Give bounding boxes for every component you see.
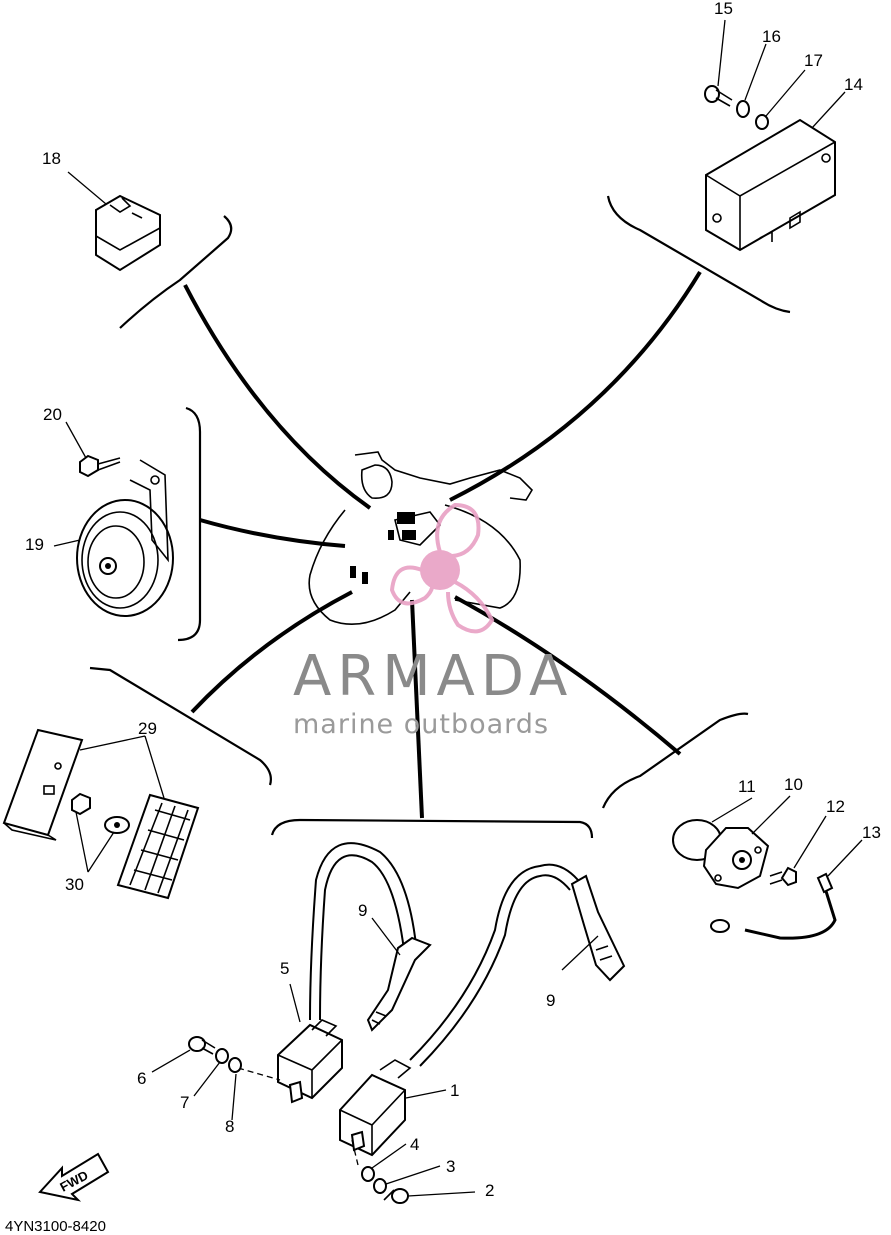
part-29-reflector-left <box>2 728 84 841</box>
part-9-plug-cap-left <box>309 842 432 1032</box>
part-30-nut <box>71 792 130 834</box>
fwd-arrow: FWD <box>38 1152 110 1202</box>
leader-lines <box>53 19 863 1197</box>
center-connector <box>362 572 368 584</box>
part-3-washer <box>373 1178 387 1194</box>
part-8-washer <box>228 1057 242 1073</box>
part-19-horn <box>76 459 174 617</box>
connector-wires <box>183 270 702 819</box>
part-14-control-unit <box>705 118 836 252</box>
part-6-bolt <box>188 1036 216 1055</box>
center-connector <box>350 566 356 578</box>
center-connector <box>402 530 416 540</box>
center-connector <box>397 512 415 524</box>
part-16-washer <box>736 100 750 118</box>
callout-30: 30 <box>65 875 84 894</box>
callout-16: 16 <box>762 27 781 46</box>
diagram-code: 4YN3100-8420 <box>5 1218 106 1235</box>
part-4-washer <box>361 1166 375 1182</box>
watermark-tagline: marine outboards <box>293 709 549 740</box>
part-9-plug-cap-right <box>409 863 626 1067</box>
callout-18: 18 <box>42 149 61 168</box>
callout-5: 5 <box>280 959 289 978</box>
part-1-ignition-coil <box>339 1059 412 1157</box>
part-10-sensor <box>702 827 770 890</box>
callout-20: 20 <box>43 405 62 424</box>
part-2-bolt <box>383 1188 409 1204</box>
callout-9-right: 9 <box>546 991 555 1010</box>
propeller-logo <box>389 502 495 634</box>
center-connector <box>388 530 394 540</box>
part-13-lead-wire <box>710 872 837 940</box>
callout-7: 7 <box>180 1093 189 1112</box>
callout-9-left: 9 <box>358 901 367 920</box>
part-15-screw <box>704 85 733 107</box>
mounting-line <box>237 1067 281 1081</box>
motorcycle-frame-outline <box>308 451 534 626</box>
watermark-brand: ARMADA <box>293 644 573 709</box>
callout-17: 17 <box>804 51 823 70</box>
callout-1: 1 <box>450 1081 459 1100</box>
callout-11: 11 <box>738 777 756 796</box>
part-5-ignition-coil <box>277 1019 343 1104</box>
callout-2: 2 <box>485 1181 494 1200</box>
callout-4: 4 <box>410 1135 419 1154</box>
callout-19: 19 <box>25 535 44 554</box>
part-20-bolt <box>79 454 121 478</box>
callout-3: 3 <box>446 1157 455 1176</box>
mounting-line <box>351 1139 359 1166</box>
part-12-screw <box>769 866 797 887</box>
callout-15: 15 <box>714 0 733 18</box>
part-17-washer <box>755 114 769 130</box>
part-29-reflector-right <box>116 793 200 900</box>
callout-8: 8 <box>225 1117 234 1136</box>
part-7-washer <box>215 1048 229 1064</box>
part-18-relay <box>95 194 161 272</box>
callout-10: 10 <box>784 775 803 794</box>
callout-6: 6 <box>137 1069 146 1088</box>
callout-13: 13 <box>862 823 881 842</box>
section-bands <box>89 195 791 839</box>
callout-29: 29 <box>138 719 157 738</box>
callout-14: 14 <box>844 75 863 94</box>
callout-12: 12 <box>826 797 845 816</box>
